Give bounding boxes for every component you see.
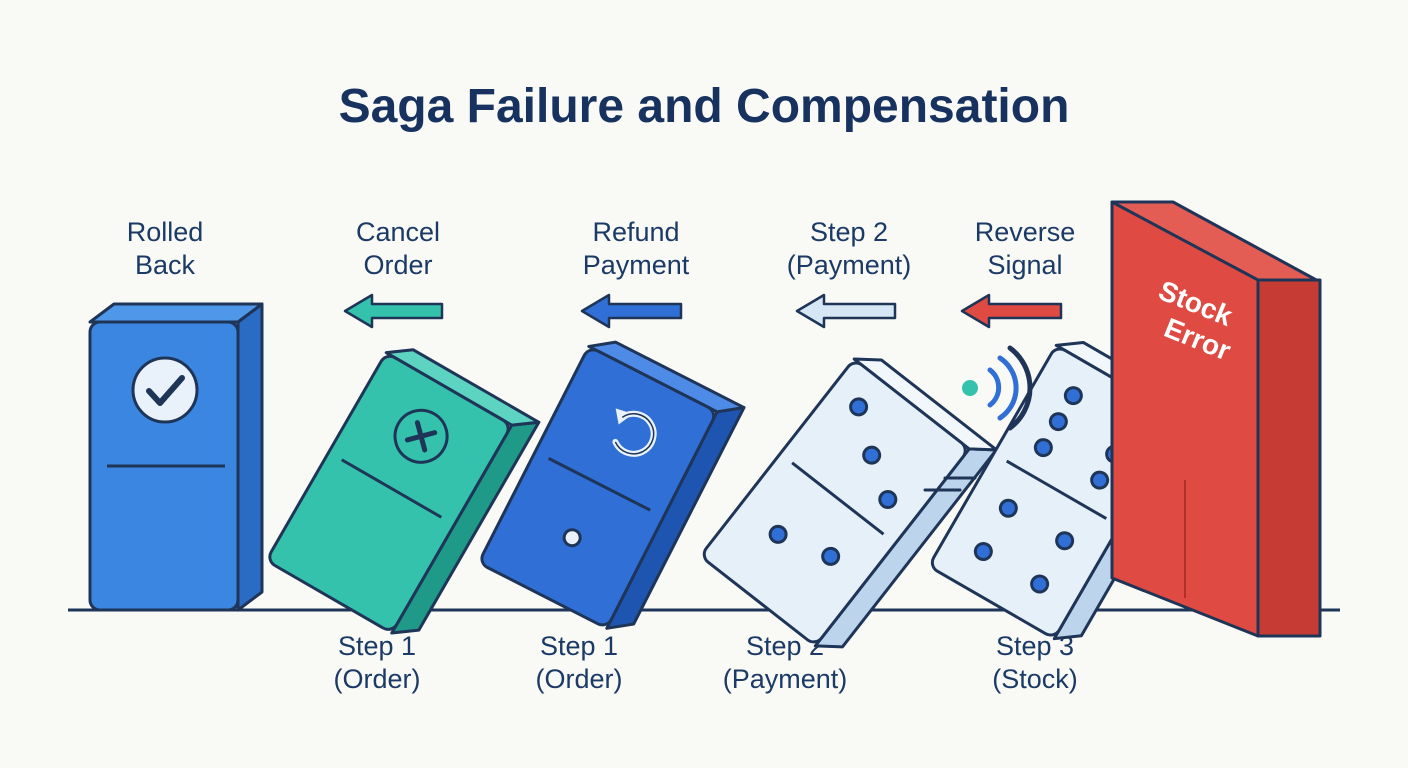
label-line: Reverse (974, 217, 1076, 247)
domino-refund-payment (480, 340, 746, 630)
label-line: Back (134, 250, 196, 280)
page-title: Saga Failure and Compensation (338, 80, 1070, 133)
label-line: (Order) (333, 664, 421, 694)
label-line: Step 1 (337, 631, 417, 661)
label-rolled-back: Rolled Back (75, 216, 255, 282)
arrow-left-icon (795, 293, 897, 329)
arrow-left-icon (960, 293, 1063, 329)
arrow-left-icon (580, 293, 683, 329)
label-line: Signal (987, 250, 1063, 280)
label-step-2-payment: Step 2 (Payment) (695, 630, 875, 696)
signal-waves-icon (962, 345, 1033, 431)
check-circle-icon (131, 356, 199, 424)
label-line: Step 1 (539, 631, 619, 661)
motion-lines (923, 476, 977, 492)
label-line: (Payment) (786, 250, 912, 280)
label-line: Rolled (126, 217, 204, 247)
arrow-left-icon (343, 293, 444, 329)
label-refund-payment: Refund Payment (546, 216, 726, 282)
label-reverse-signal: Reverse Signal (935, 216, 1115, 282)
label-line: Order (363, 250, 433, 280)
label-line: Step 2 (809, 217, 889, 247)
label-step-2-payment-top: Step 2 (Payment) (759, 216, 939, 282)
label-step-1-order-a: Step 1 (Order) (287, 630, 467, 696)
label-line: (Stock) (992, 664, 1078, 694)
label-line: (Payment) (722, 664, 848, 694)
domino-cancel-order (268, 348, 541, 635)
label-step-3-stock: Step 3 (Stock) (945, 630, 1125, 696)
label-line: (Order) (535, 664, 623, 694)
x-circle-icon (393, 408, 449, 464)
label-step-1-order-b: Step 1 (Order) (489, 630, 669, 696)
label-line: Cancel (355, 217, 441, 247)
undo-arrow-icon (612, 408, 657, 457)
label-line: Payment (582, 250, 690, 280)
domino-step-2-payment (702, 357, 998, 649)
domino-rolled-back (88, 302, 264, 612)
label-cancel-order: Cancel Order (308, 216, 488, 282)
stock-error-wall: Stock Error (1110, 200, 1322, 638)
label-line: Refund (592, 217, 680, 247)
